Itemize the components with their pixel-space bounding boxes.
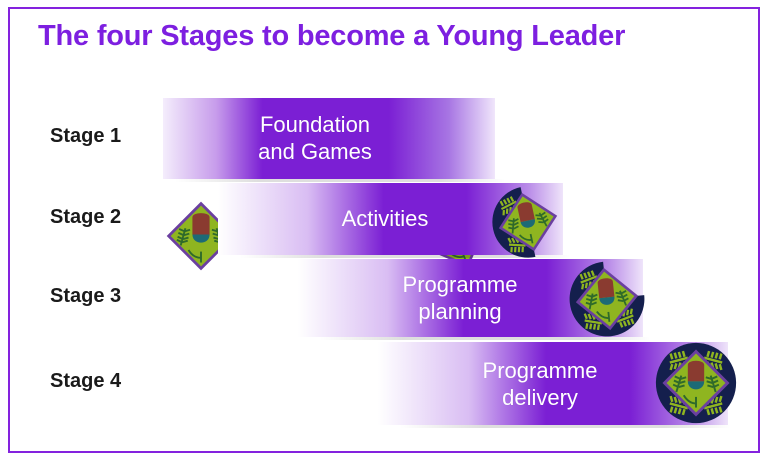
stage-row-3: Stage 3 Programme planning xyxy=(0,259,768,340)
stage-label-4: Stage 4 xyxy=(50,370,122,392)
page-title: The four Stages to become a Young Leader xyxy=(38,20,626,52)
stage-badge-right-3 xyxy=(564,257,650,341)
stage-bar-1 xyxy=(163,98,495,179)
stage-text-1: Foundation and Games xyxy=(258,112,372,164)
stage-label-1: Stage 1 xyxy=(50,125,122,147)
stage-badge-right-4 xyxy=(650,338,742,428)
stage-row-2: Stage 2 Activities xyxy=(0,183,768,258)
stage-text-3: Programme planning xyxy=(402,272,518,324)
stage-bar-4-shadow xyxy=(400,425,730,428)
stage-text-4: Programme delivery xyxy=(482,358,598,410)
stage-row-4: Stage 4 Programme delivery xyxy=(0,342,768,428)
stage-bar-3-shadow xyxy=(320,337,650,340)
stage-text-2: Activities xyxy=(341,206,429,231)
stage-bar-2-shadow xyxy=(240,255,570,258)
stage-row-1: Stage 1 Foundation and Games xyxy=(0,98,768,271)
stage-label-3: Stage 3 xyxy=(50,285,122,307)
stage-badge-right-2 xyxy=(487,182,569,262)
stage-bar-1-shadow xyxy=(175,179,505,182)
stage-label-2: Stage 2 xyxy=(50,206,122,228)
